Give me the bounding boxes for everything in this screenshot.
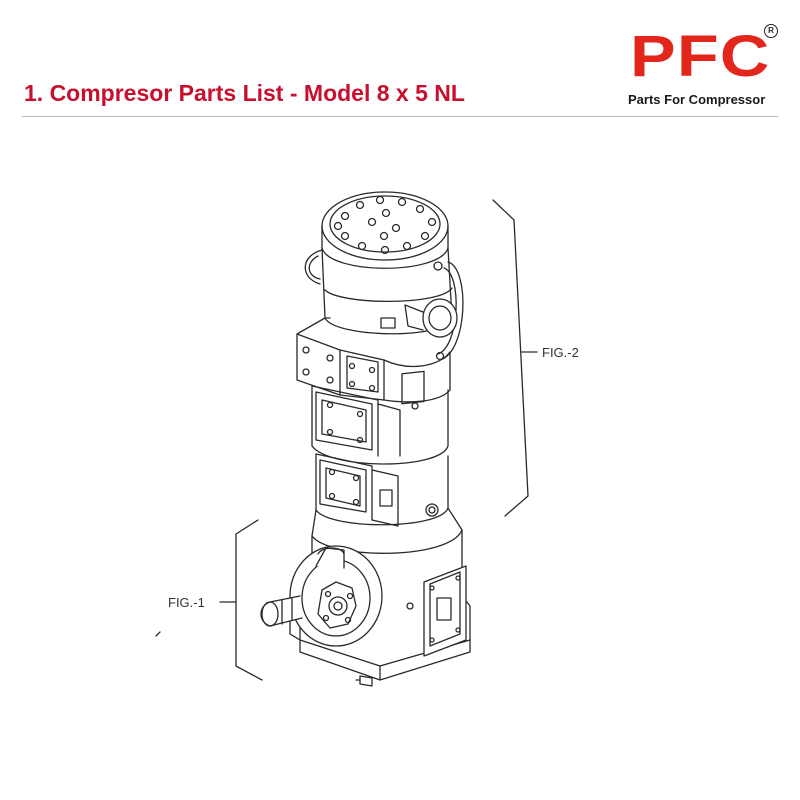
inspection-cover xyxy=(423,565,467,657)
cover-bolts xyxy=(333,195,437,255)
cylinder-head-cover xyxy=(321,191,449,269)
header-divider xyxy=(22,116,778,117)
pfc-logo[interactable]: PFC R Parts For Compressor xyxy=(628,24,780,108)
fig-1-label[interactable]: FIG.-1 xyxy=(168,595,205,610)
fig-1-bracket xyxy=(219,519,263,681)
upper-cylinder xyxy=(304,247,464,361)
distance-piece-lower xyxy=(315,453,449,527)
oil-pump-assembly xyxy=(317,581,357,629)
drawing-mark xyxy=(155,631,161,637)
registered-mark-icon: R xyxy=(764,24,778,38)
fig-2-bracket xyxy=(492,199,538,517)
logo-wordmark: PFC xyxy=(630,24,771,89)
fig-2-label[interactable]: FIG.-2 xyxy=(542,345,579,360)
crankshaft-end xyxy=(260,595,303,627)
crosshead-housing xyxy=(311,370,449,465)
logo-tagline: Parts For Compressor xyxy=(628,92,766,107)
page-title: 1. Compresor Parts List - Model 8 x 5 NL xyxy=(24,80,465,106)
crankcase xyxy=(260,507,471,687)
distance-piece-upper xyxy=(296,317,451,403)
